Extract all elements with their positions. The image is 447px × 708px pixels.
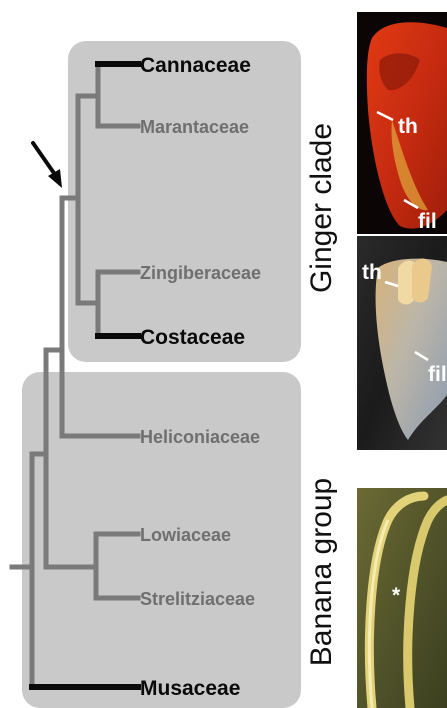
ginger-clade-box [68, 41, 301, 362]
taxon-label-zingiberaceae: Zingiberaceae [140, 263, 261, 283]
photo-middle-label-th: th [362, 261, 382, 284]
arrow-icon [33, 143, 62, 188]
photo-top: th fil [357, 12, 447, 234]
ginger-clade-label: Ginger clade [305, 123, 338, 293]
photo-bottom: * [357, 488, 447, 708]
photo-top-label-fil: fil [418, 210, 437, 233]
taxon-label-musaceae: Musaceae [140, 677, 240, 700]
taxon-label-strelitziaceae: Strelitziaceae [140, 589, 255, 609]
photo-top-label-th: th [398, 115, 418, 138]
photo-bottom-label-star: * [392, 584, 401, 607]
photo-middle: th fil [357, 236, 447, 450]
taxon-label-heliconiaceae: Heliconiaceae [140, 427, 260, 447]
taxon-label-cannaceae: Cannaceae [140, 54, 251, 77]
taxon-label-marantaceae: Marantaceae [140, 117, 249, 137]
banana-group-label: Banana group [305, 478, 338, 667]
taxon-label-costaceae: Costaceae [140, 326, 245, 349]
taxon-label-lowiaceae: Lowiaceae [140, 525, 231, 545]
photo-middle-label-fil: fil [428, 363, 447, 386]
